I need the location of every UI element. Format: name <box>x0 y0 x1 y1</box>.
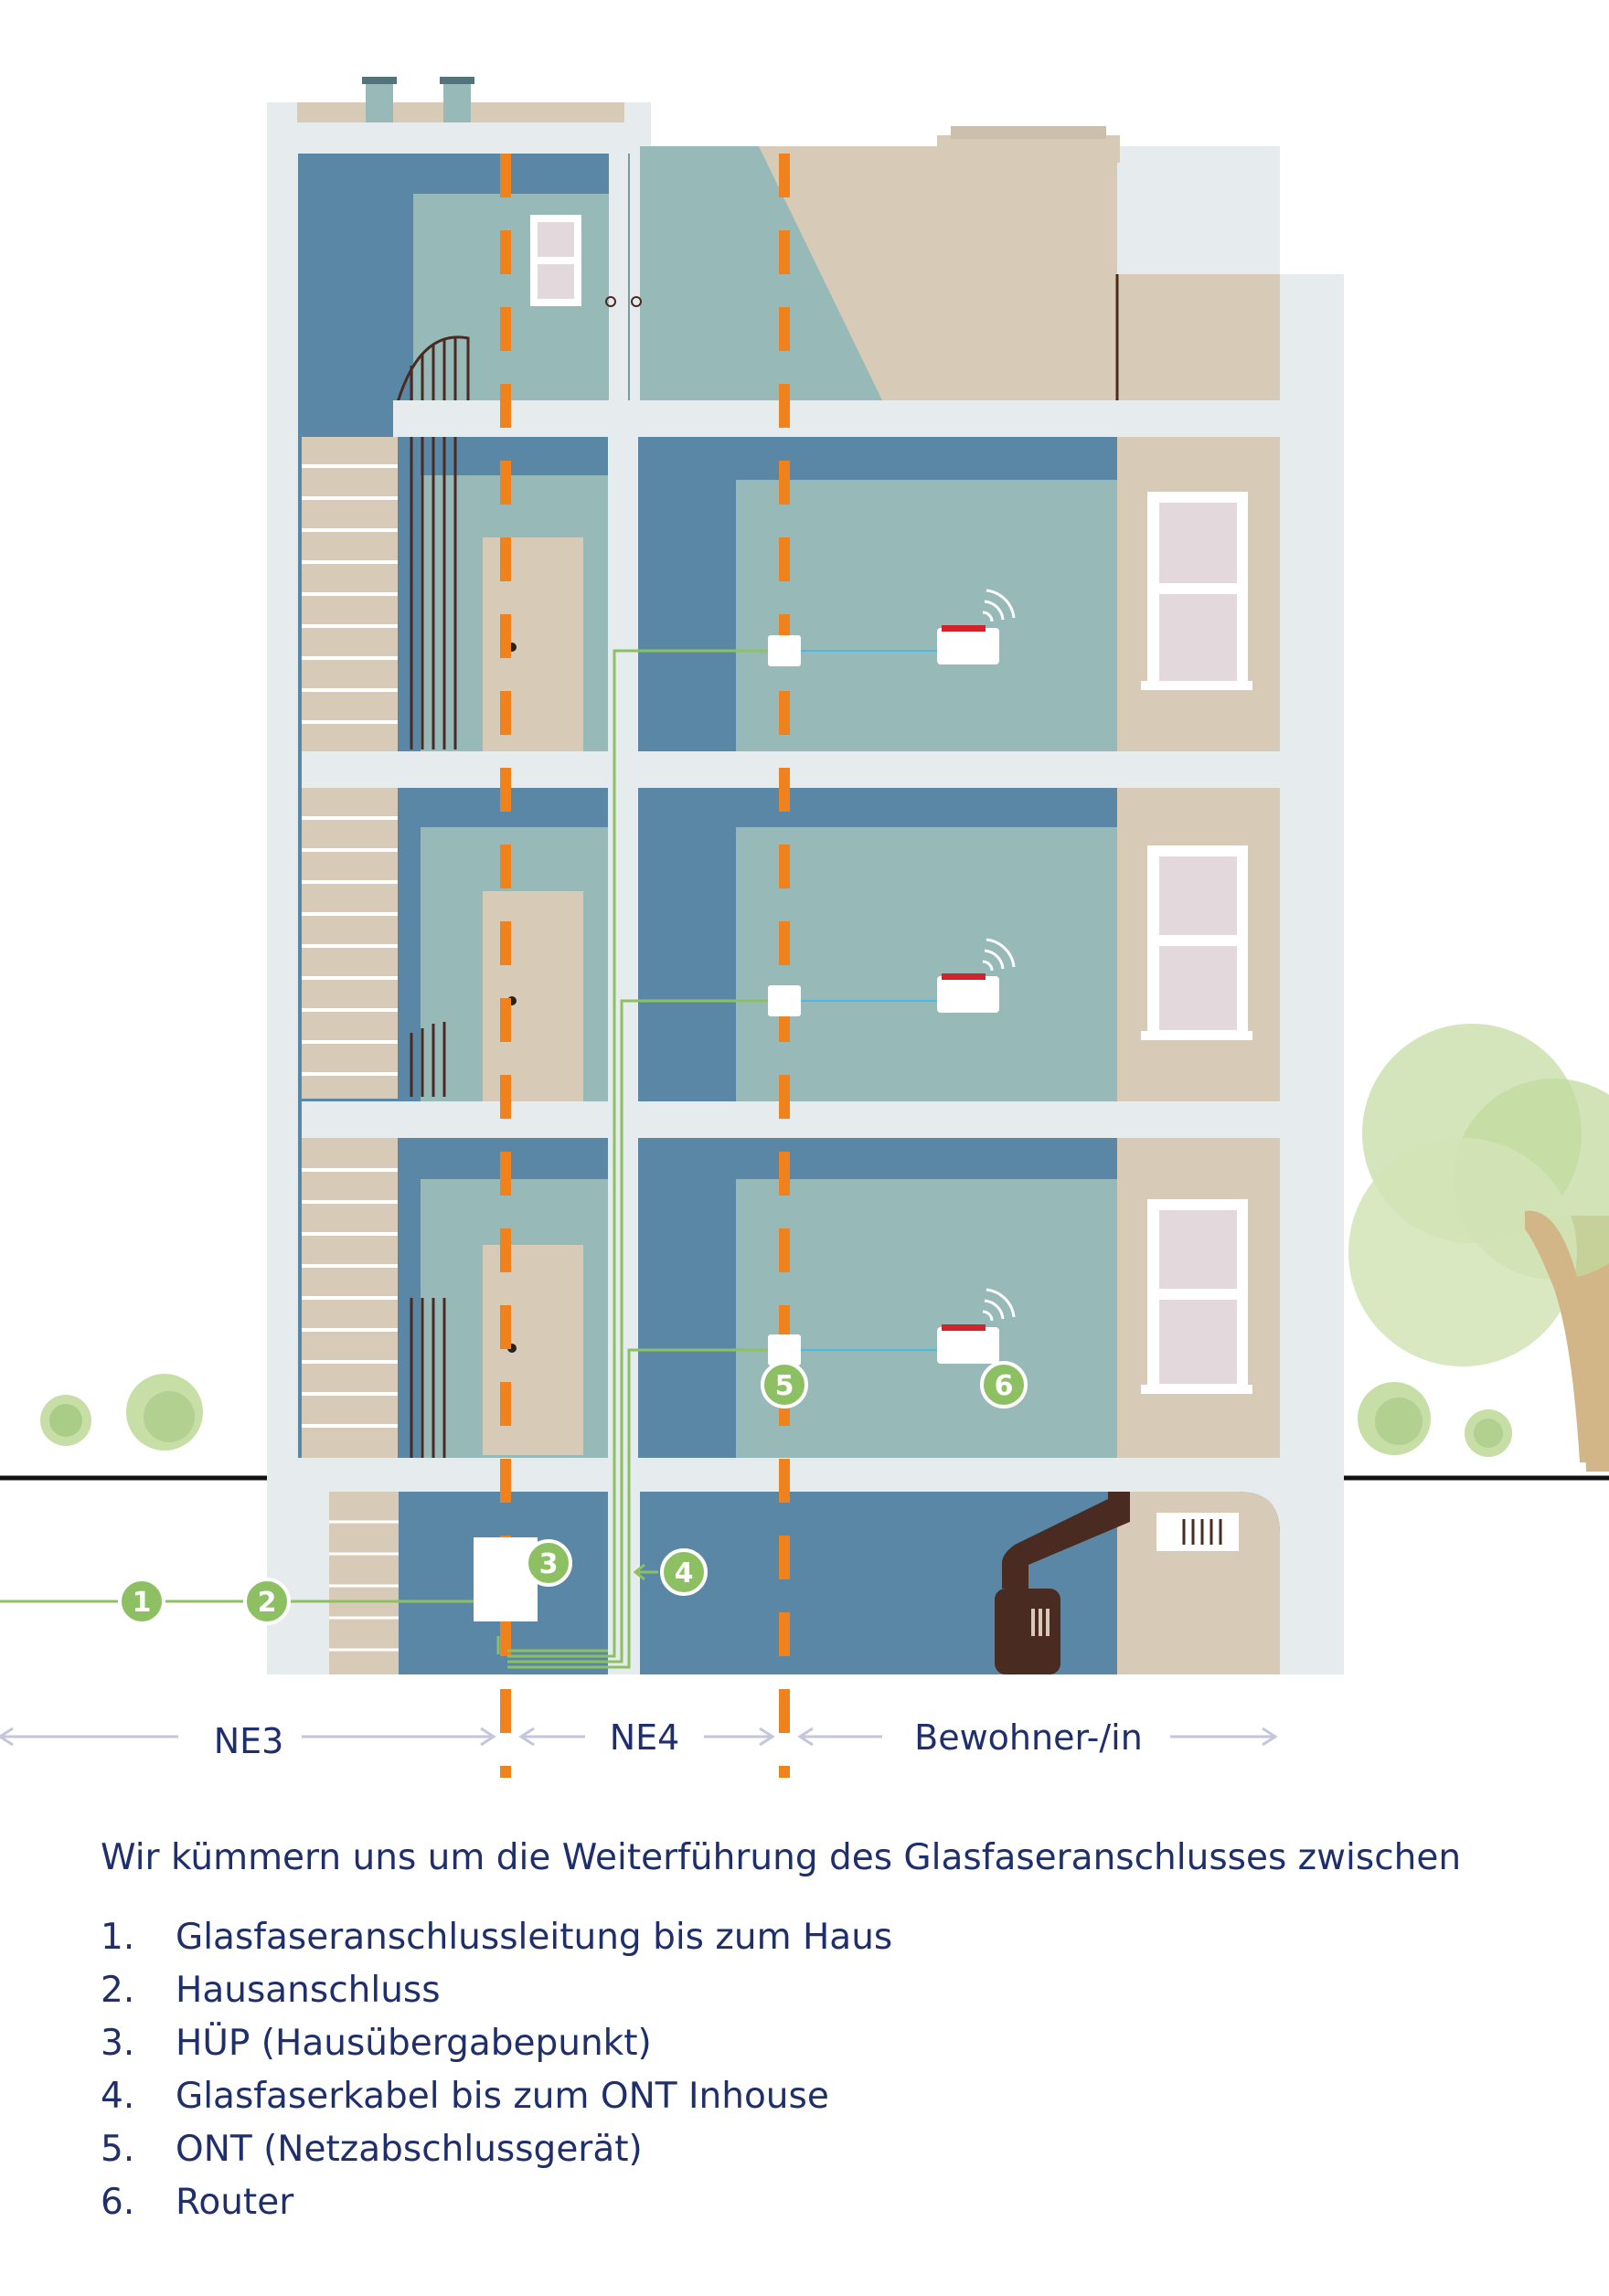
lan-cables <box>795 650 937 1351</box>
legend-item-number: 6. <box>101 2182 135 2223</box>
floor-slabs <box>302 400 1327 1458</box>
legend-item-number: 5. <box>101 2129 135 2170</box>
bush-left <box>40 1374 203 1451</box>
legend-item-label: Glasfaserkabel bis zum ONT Inhouse <box>176 2076 829 2117</box>
svg-text:5: 5 <box>775 1370 794 1402</box>
routers <box>937 589 1016 1364</box>
bush-right <box>1358 1382 1512 1457</box>
badge-4: 4 <box>660 1548 708 1596</box>
staircase <box>298 335 470 1458</box>
basement <box>329 1492 1280 1674</box>
svg-text:2: 2 <box>258 1587 277 1619</box>
zone-arrows <box>0 1727 1278 1747</box>
zone-label-ne3: NE3 <box>214 1721 284 1761</box>
legend-item-number: 4. <box>101 2076 135 2117</box>
ne-boundary-lines <box>500 154 790 1778</box>
floor-3 <box>398 437 1280 757</box>
legend-item: 4. Glasfaserkabel bis zum ONT Inhouse <box>101 2070 1563 2123</box>
legend: Wir kümmern uns um die Weiterführung des… <box>101 1837 1563 2229</box>
badge-6: 6 <box>980 1361 1028 1408</box>
legend-heading: Wir kümmern uns um die Weiterführung des… <box>101 1837 1462 1878</box>
legend-item: 1. Glasfaseranschlussleitung bis zum Haus <box>101 1911 1563 1964</box>
ont-devices <box>768 635 801 1366</box>
boiler <box>995 1492 1130 1674</box>
svg-text:3: 3 <box>539 1548 559 1580</box>
badge-2: 2 <box>243 1578 291 1625</box>
legend-item-number: 1. <box>101 1917 135 1958</box>
legend-item: 2. Hausanschluss <box>101 1964 1563 2017</box>
legend-item: 6. Router <box>101 2176 1563 2229</box>
fiber-cables <box>0 649 775 1669</box>
legend-item-number: 2. <box>101 1970 135 2011</box>
svg-text:6: 6 <box>995 1370 1014 1402</box>
floor-1 <box>398 1138 1280 1458</box>
legend-item-label: Router <box>176 2182 294 2223</box>
tree-right <box>1348 1024 1609 1472</box>
svg-text:1: 1 <box>133 1587 152 1619</box>
huep-box <box>474 1537 538 1621</box>
zone-label-bewohner: Bewohner-/in <box>914 1717 1143 1758</box>
floor-2 <box>398 788 1280 1103</box>
badge-5: 5 <box>761 1361 808 1408</box>
legend-item: 5. ONT (Netzabschlussgerät) <box>101 2123 1563 2176</box>
zone-label-ne4: NE4 <box>610 1717 680 1758</box>
roof-section <box>297 77 1280 400</box>
legend-list: 1. Glasfaseranschlussleitung bis zum Haus… <box>101 1911 1563 2229</box>
building-fiber-diagram: 1 2 3 4 5 6 NE3 NE4 Bewohner-/in <box>0 77 1609 1778</box>
svg-text:4: 4 <box>675 1557 694 1589</box>
badge-3: 3 <box>525 1539 572 1587</box>
legend-item-label: Glasfaseranschlussleitung bis zum Haus <box>176 1917 893 1958</box>
legend-item-label: HÜP (Hausübergabepunkt) <box>176 2023 652 2064</box>
legend-item-label: ONT (Netzabschlussgerät) <box>176 2129 643 2170</box>
legend-item-label: Hausanschluss <box>176 1970 441 2011</box>
badge-1: 1 <box>118 1578 165 1625</box>
legend-item: 3. HÜP (Hausübergabepunkt) <box>101 2017 1563 2070</box>
legend-item-number: 3. <box>101 2023 135 2064</box>
ne4-entry-arrow <box>633 1563 658 1581</box>
